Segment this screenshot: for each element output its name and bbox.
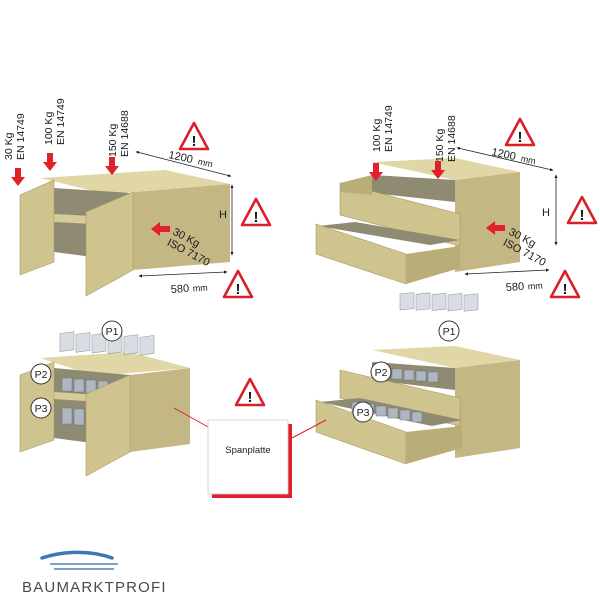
load-kg-label: 150 Kg xyxy=(434,129,446,162)
warning-icon: ! xyxy=(504,117,536,147)
callout-line-left xyxy=(173,407,211,429)
height-dimension-label: H xyxy=(219,209,227,221)
svg-text:!: ! xyxy=(518,129,523,146)
position-badge: P2 xyxy=(370,361,392,383)
warning-icon: ! xyxy=(178,121,210,151)
drawer-unit-top xyxy=(372,346,520,368)
load-norm-label: EN 14749 xyxy=(55,98,67,145)
cabinet-left-door xyxy=(19,179,55,276)
depth-dimension-line xyxy=(464,268,550,276)
lower-drawer-side xyxy=(406,426,462,464)
cabinet-positions-diagram: P1 P2 P3 xyxy=(19,320,190,477)
load-arrow-icon xyxy=(11,168,25,186)
drawer-positions-diagram: P1 P2 P3 xyxy=(315,292,520,465)
upper-drawer-side xyxy=(340,175,372,195)
position-badge: P2 xyxy=(30,363,52,385)
load-norm-label: EN 14688 xyxy=(446,115,458,162)
drawer-unit-side xyxy=(455,172,520,272)
material-note-label: Spanplatte xyxy=(225,445,270,456)
width-dimension-line xyxy=(456,146,554,172)
svg-text:!: ! xyxy=(192,133,197,150)
svg-text:P1: P1 xyxy=(106,326,119,338)
lower-drawer-interior xyxy=(318,222,460,245)
brand-name: BAUMARKTPROFI xyxy=(22,579,167,596)
position-badge: P1 xyxy=(438,320,460,342)
load-kg-label: 150 Kg xyxy=(107,124,119,157)
svg-text:!: ! xyxy=(254,209,259,226)
width-dimension-label: 1200 xyxy=(167,149,193,166)
position-badge: P1 xyxy=(101,320,123,342)
svg-text:!: ! xyxy=(248,389,253,406)
cabinet-right-door xyxy=(85,374,131,477)
load-arrow-icon xyxy=(43,153,57,171)
depth-dimension-label: 580 xyxy=(170,283,189,296)
position-badge: P3 xyxy=(352,401,374,423)
svg-text:!: ! xyxy=(580,207,585,224)
load-norm-label: EN 14749 xyxy=(383,105,395,152)
lower-drawer-side xyxy=(406,246,460,284)
height-dimension-label: H xyxy=(542,207,550,219)
svg-text:P2: P2 xyxy=(35,369,48,381)
position-badge: P3 xyxy=(30,397,52,419)
load-kg-label: 30 Kg xyxy=(3,132,15,160)
upper-drawer-front xyxy=(339,369,461,427)
width-dimension-line xyxy=(135,150,232,178)
load-norm-label: EN 14749 xyxy=(15,113,27,160)
drawer-unit-side xyxy=(455,360,520,458)
svg-text:!: ! xyxy=(236,281,241,298)
warning-icon: ! xyxy=(566,195,598,225)
upper-drawer-interior xyxy=(372,175,455,202)
cabinet-side-panel xyxy=(133,184,230,270)
svg-text:P2: P2 xyxy=(375,367,388,379)
cabinet-right-door xyxy=(85,191,134,297)
load-kg-label: 100 Kg xyxy=(371,119,383,152)
logo-stripes-icon xyxy=(50,563,118,570)
width-dimension-unit: mm xyxy=(520,153,537,166)
svg-text:P1: P1 xyxy=(443,326,456,338)
depth-dimension-unit: mm xyxy=(527,280,543,291)
warning-icon: ! xyxy=(240,197,272,227)
width-dimension-label: 1200 xyxy=(490,146,516,163)
drawer-unit-diagram: 100 Kg EN 14749 150 Kg EN 14688 30 Kg IS… xyxy=(315,105,598,299)
cabinet-side-panel xyxy=(130,368,190,452)
svg-text:P3: P3 xyxy=(35,403,48,415)
depth-dimension-unit: mm xyxy=(192,282,208,293)
callout-line-right xyxy=(291,419,327,439)
brand-logo: BAUMARKTPROFI xyxy=(22,550,167,596)
load-arrow-icon xyxy=(105,157,119,175)
drawer-unit-top xyxy=(372,158,520,180)
svg-text:!: ! xyxy=(563,281,568,298)
cabinet-doors-diagram: 30 Kg EN 14749 100 Kg EN 14749 150 Kg EN… xyxy=(3,98,272,299)
cabinet-top xyxy=(40,352,190,376)
depth-dimension-label: 580 xyxy=(505,281,524,294)
width-dimension-unit: mm xyxy=(197,156,214,169)
material-callout: Spanplatte ! xyxy=(173,377,327,498)
folders-on-top xyxy=(399,292,479,312)
warning-icon: ! xyxy=(234,377,266,407)
svg-text:P3: P3 xyxy=(357,407,370,419)
depth-dimension-line xyxy=(138,270,228,278)
warning-icon: ! xyxy=(549,269,581,299)
warning-icon: ! xyxy=(222,269,254,299)
load-kg-label: 100 Kg xyxy=(43,112,55,145)
logo-roof-icon xyxy=(40,550,114,560)
note-box xyxy=(207,419,289,495)
load-norm-label: EN 14688 xyxy=(119,110,131,157)
